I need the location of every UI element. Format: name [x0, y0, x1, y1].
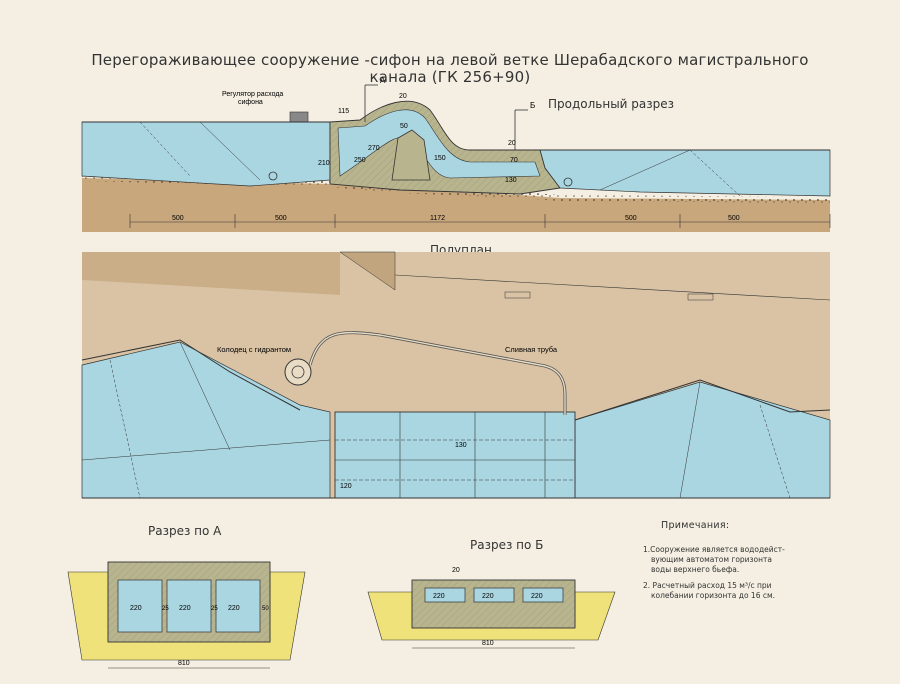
callout-mark-a: А — [380, 76, 386, 85]
pipe-circle-right — [563, 177, 573, 187]
notes-block: Примечания: 1.Сооружение является вододе… — [643, 521, 843, 607]
dim-500a: 500 — [172, 215, 184, 222]
note-2-line-1: 2. Расчетный расход 15 м³/с при — [643, 581, 772, 590]
plan-siphon-block — [334, 411, 576, 499]
longitudinal-section — [81, 84, 831, 232]
hydrant-well — [284, 358, 312, 386]
callout-mark-b: Б — [530, 101, 535, 110]
dim-250: 250 — [354, 157, 366, 164]
dim-130: 130 — [505, 177, 517, 184]
note-1-line-2: вующим автоматом горизонта — [651, 555, 772, 564]
dim-150: 150 — [434, 155, 446, 162]
callout-regulator-2: сифона — [238, 99, 263, 106]
dim-500c: 500 — [625, 215, 637, 222]
note-1-line-3: воды верхнего бьефа. — [651, 565, 740, 574]
note-2: 2. Расчетный расход 15 м³/с при колебани… — [643, 581, 843, 601]
drawing-annotations: Регулятор расхода сифона А Б 115 20 20 2… — [130, 76, 740, 667]
section-b-dim-20: 20 — [452, 567, 460, 574]
section-b-drawing — [367, 579, 616, 649]
dim-270: 270 — [368, 145, 380, 152]
title-line-2: канала (ГК 256+90) — [369, 68, 531, 86]
section-b-dim-220c: 220 — [531, 593, 543, 600]
section-a-dim-220a: 220 — [130, 605, 142, 612]
dim-500b: 500 — [275, 215, 287, 222]
half-plan — [81, 251, 831, 499]
callout-hydrant-well: Колодец с гидрантом — [217, 345, 291, 354]
pipe-circle-left — [268, 171, 278, 181]
note-1-line-1: 1.Сооружение является вододейст- — [643, 545, 785, 554]
section-a-cell-1 — [117, 579, 163, 633]
flow-regulator — [289, 111, 309, 123]
section-b-cell-2 — [473, 587, 515, 603]
label-section-a: Разрез по А — [148, 524, 222, 538]
dim-130-plan: 130 — [455, 442, 467, 449]
section-a-cell-2 — [166, 579, 212, 633]
notes-title: Примечания: — [661, 520, 730, 531]
section-b-dim-220b: 220 — [482, 593, 494, 600]
water-upstream — [81, 121, 331, 187]
section-a-dim-25a: 25 — [162, 606, 169, 612]
dim-120-plan: 120 — [340, 483, 352, 490]
note-2-line-2: колебании горизонта до 16 см. — [651, 591, 776, 600]
central-pier — [391, 129, 431, 181]
note-1: 1.Сооружение является вододейст- вующим … — [643, 545, 843, 575]
section-b-dim-810: 810 — [482, 640, 494, 647]
dim-210: 210 — [318, 160, 330, 167]
section-b-cell-3 — [522, 587, 564, 603]
callout-drain-pipe: Сливная труба — [505, 345, 558, 354]
section-a-cell-3 — [215, 579, 261, 633]
dim-500d: 500 — [728, 215, 740, 222]
title-line-1: Перегораживающее сооружение -сифон на ле… — [91, 51, 809, 69]
drawing-title: Перегораживающее сооружение -сифон на ле… — [90, 52, 810, 86]
siphon-water-channel — [337, 109, 541, 179]
ground-fill — [82, 178, 830, 232]
dim-50: 50 — [400, 123, 408, 130]
label-section-b: Разрез по Б — [470, 538, 544, 552]
dim-1172: 1172 — [430, 215, 445, 222]
section-a-drawing — [67, 561, 306, 669]
section-b-dim-220a: 220 — [433, 593, 445, 600]
section-b-cell-1 — [424, 587, 466, 603]
section-a-dim-220c: 220 — [228, 605, 240, 612]
section-a-dim-810: 810 — [178, 660, 190, 667]
section-a-dim-25b: 25 — [211, 606, 218, 612]
dim-115: 115 — [338, 108, 349, 115]
callout-regulator-1: Регулятор расхода — [222, 91, 283, 98]
water-downstream — [539, 149, 831, 197]
label-longitudinal-section: Продольный разрез — [548, 97, 675, 111]
dim-20b: 20 — [508, 140, 516, 147]
dim-70: 70 — [510, 157, 518, 164]
section-a-dim-220b: 220 — [179, 605, 191, 612]
section-a-dim-50: 50 — [262, 606, 269, 612]
dim-20a: 20 — [399, 93, 407, 100]
